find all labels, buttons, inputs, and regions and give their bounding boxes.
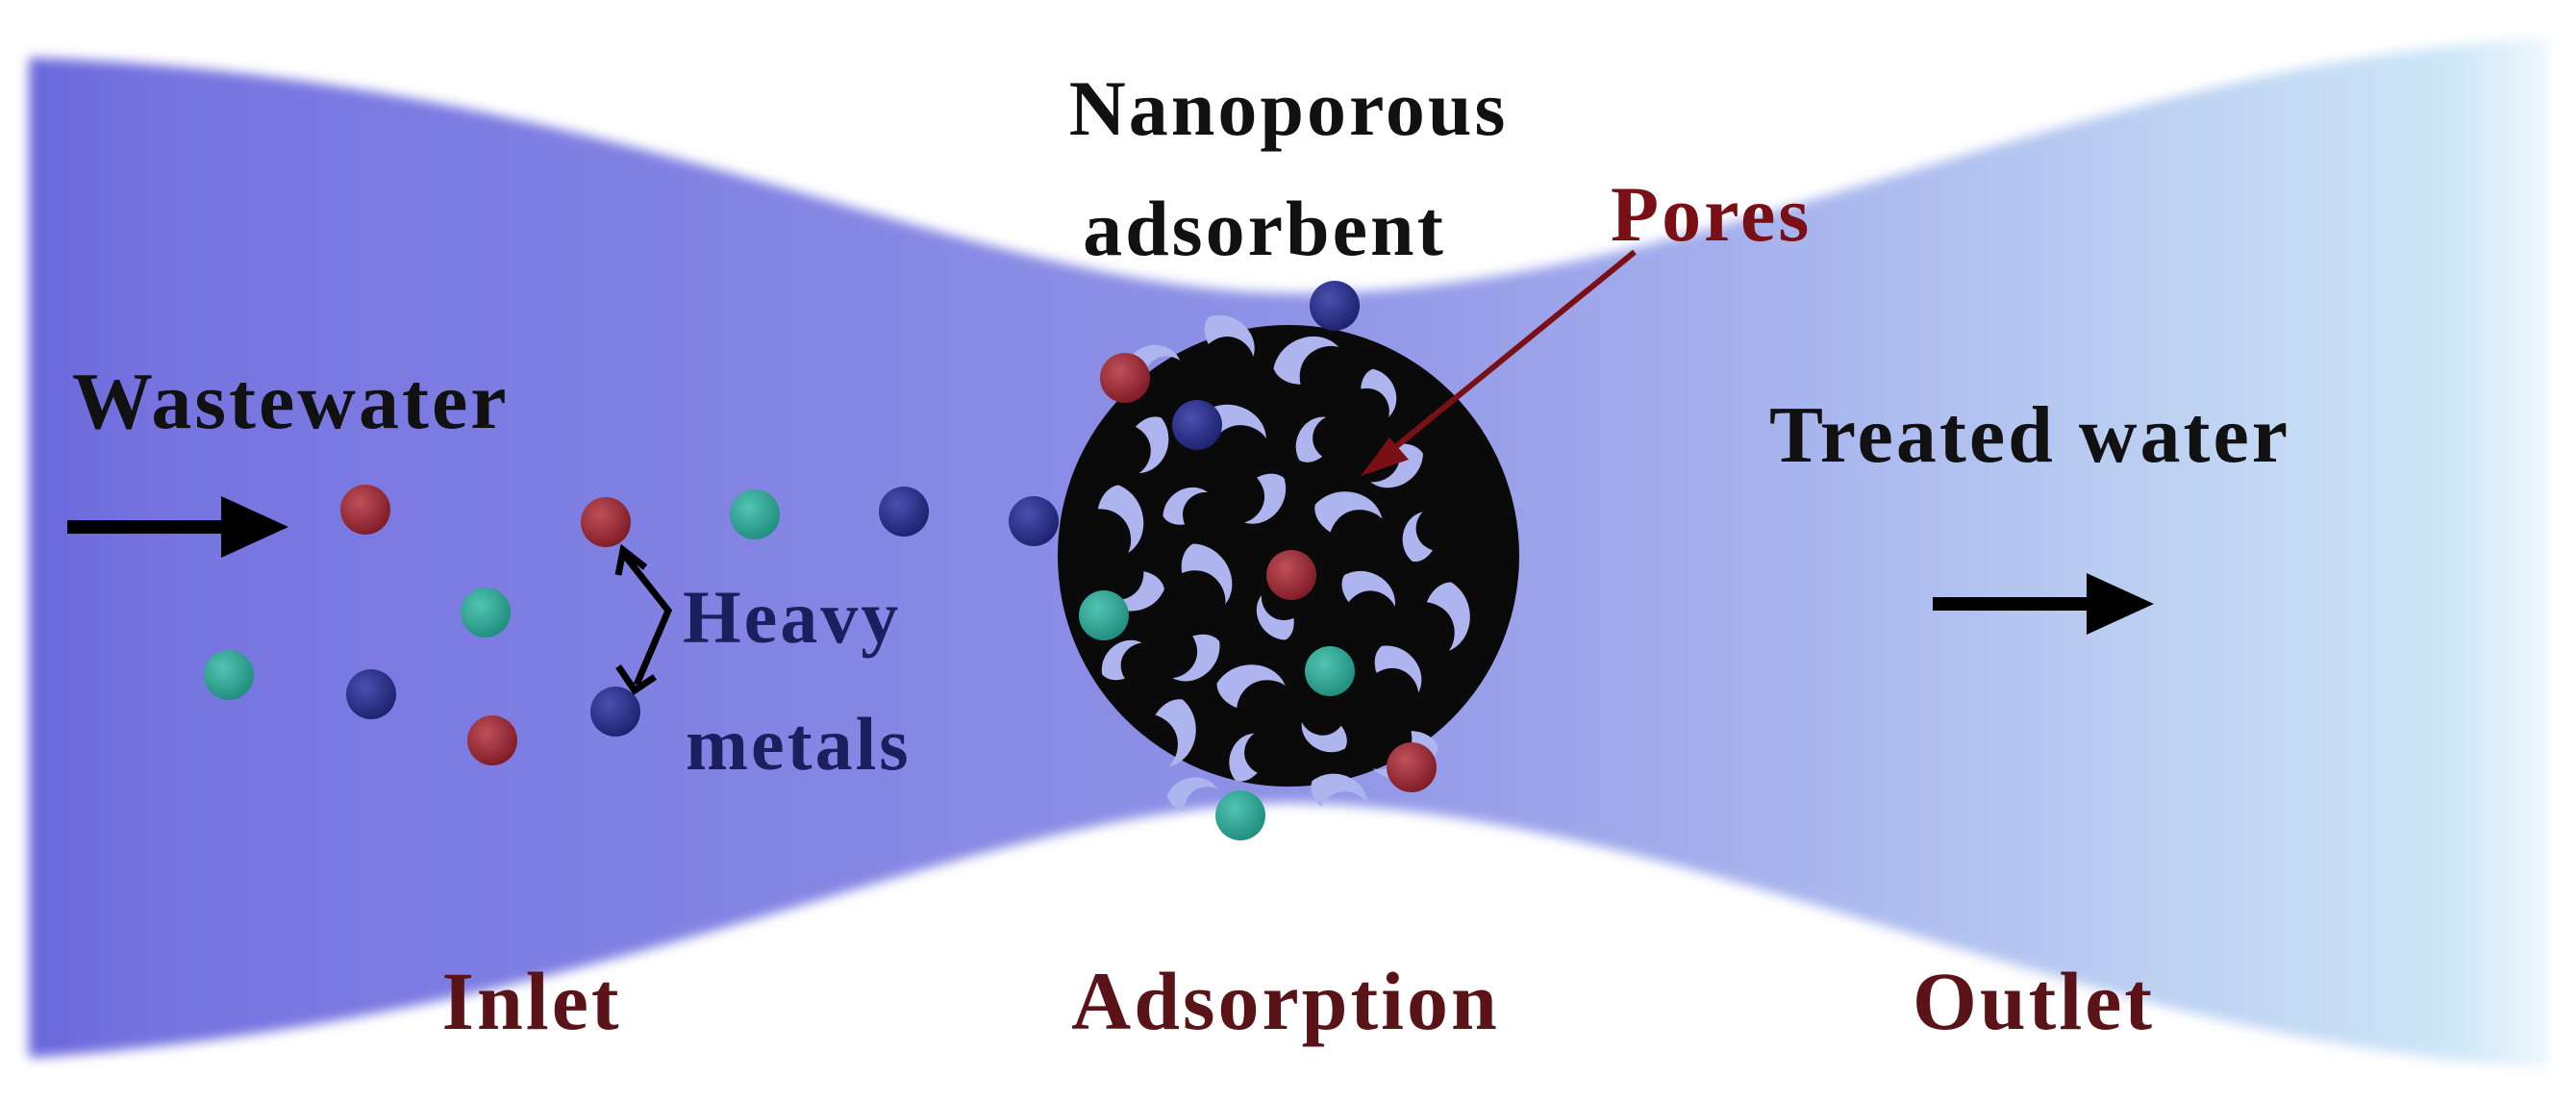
treated-water-label: Treated water xyxy=(1769,390,2290,480)
pore-shape xyxy=(1097,485,1144,554)
metal-ion-blue xyxy=(879,487,929,537)
metal-ion-green xyxy=(1215,790,1265,840)
pore-shape xyxy=(1163,487,1209,525)
metal-ion-red xyxy=(1266,550,1316,600)
pore-shape xyxy=(1426,582,1470,651)
wastewater-label: Wastewater xyxy=(72,357,510,446)
metal-ion-green xyxy=(730,489,780,539)
metal-ion-blue xyxy=(1009,496,1059,546)
metal-ion-red xyxy=(1387,742,1437,792)
metal-ion-green xyxy=(1305,646,1355,696)
metal-ion-red xyxy=(1100,353,1150,403)
pore-shape xyxy=(1256,594,1294,640)
metal-ion-blue xyxy=(1310,281,1360,331)
pore-group xyxy=(1097,314,1470,812)
outlet-label: Outlet xyxy=(1913,955,2155,1047)
heavy-metals-label-line1: Heavy xyxy=(683,575,901,659)
pore-shape xyxy=(1301,721,1347,753)
pore-shape xyxy=(1135,416,1169,474)
pore-shape xyxy=(1101,639,1142,681)
pore-shape xyxy=(1311,773,1368,808)
pore-shape xyxy=(1244,473,1287,524)
adsorption-label: Adsorption xyxy=(1071,955,1500,1047)
heavy-metals-bracket-arrow xyxy=(614,543,673,695)
metal-ion-green xyxy=(204,650,254,700)
pores-label: Pores xyxy=(1611,170,1812,258)
nanoporous-label-line2: adsorbent xyxy=(1083,185,1446,272)
heavy-metal-ions xyxy=(204,281,1437,840)
pore-shape xyxy=(1341,570,1395,607)
pore-shape xyxy=(1172,634,1220,682)
pore-shape xyxy=(1155,699,1196,767)
metal-ion-green xyxy=(461,588,511,638)
metal-ion-red xyxy=(467,715,517,765)
metal-ion-blue xyxy=(1172,400,1222,450)
pore-shape xyxy=(1295,416,1327,463)
pore-shape xyxy=(1374,645,1422,693)
pore-shape xyxy=(1370,443,1423,488)
pore-shape xyxy=(1216,664,1286,709)
pore-shape xyxy=(1273,336,1339,385)
heavy-metals-label-line2: metals xyxy=(686,702,912,786)
pore-shape xyxy=(1204,314,1255,357)
nanoporous-label-line1: Nanoporous xyxy=(1069,64,1509,152)
pore-shape xyxy=(1166,777,1217,812)
metal-ion-blue xyxy=(590,687,640,737)
outlet-arrow xyxy=(1933,573,2154,635)
pores-pointer-arrow xyxy=(1361,249,1637,476)
inlet-label: Inlet xyxy=(442,955,622,1047)
pore-shape xyxy=(1181,543,1233,605)
inlet-arrow xyxy=(67,496,288,558)
metal-ion-red xyxy=(581,497,631,547)
pore-shape xyxy=(1314,491,1383,533)
metal-ion-red xyxy=(340,485,390,535)
pore-shape xyxy=(1361,368,1397,417)
pore-shape xyxy=(1229,733,1258,782)
metal-ion-green xyxy=(1079,590,1129,640)
metal-ion-blue xyxy=(346,669,396,719)
pore-shape xyxy=(1402,512,1433,563)
